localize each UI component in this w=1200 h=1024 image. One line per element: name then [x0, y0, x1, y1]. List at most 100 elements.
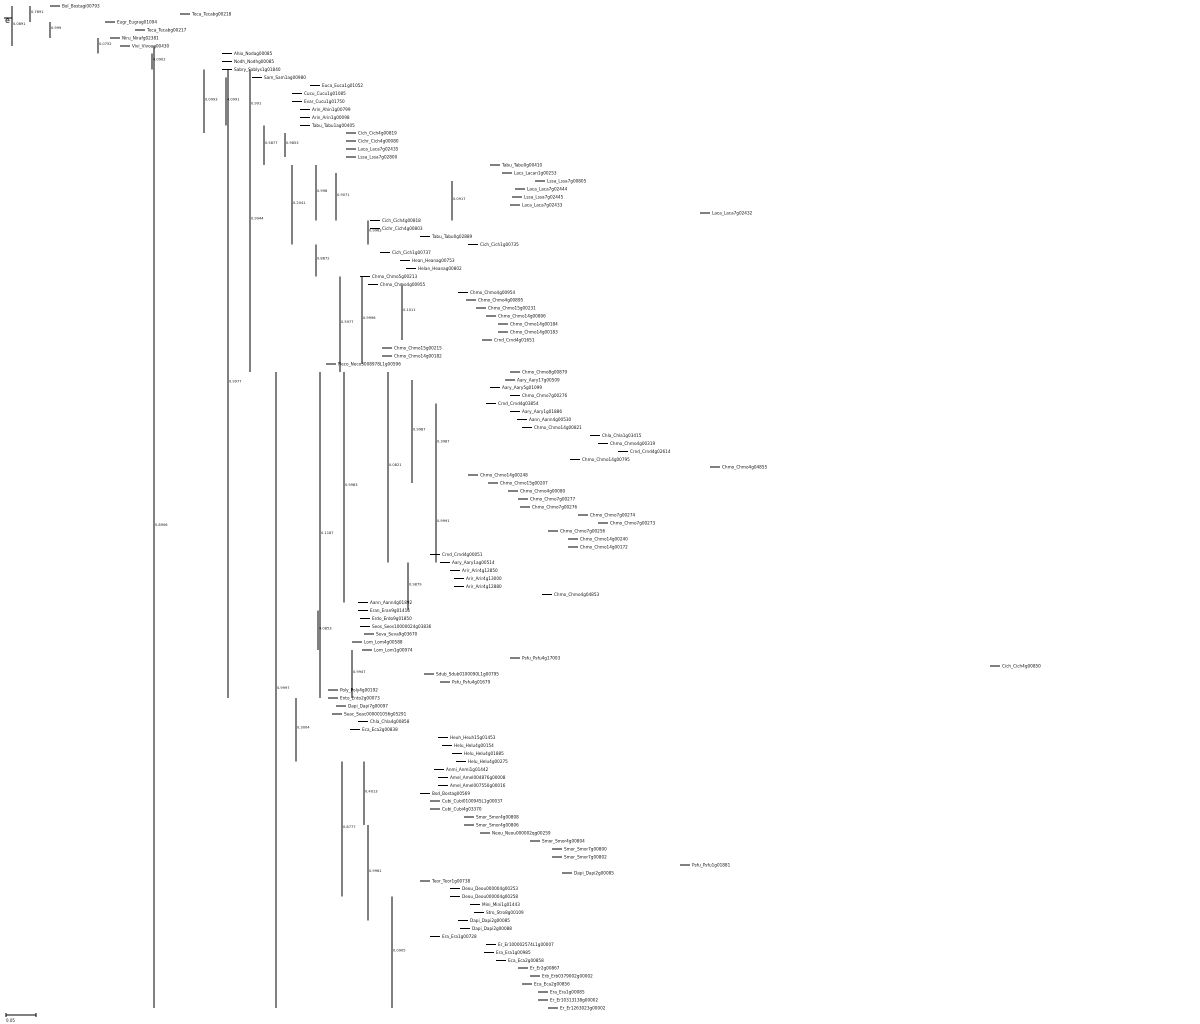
- tip-label: Arir_Arir4g12850: [462, 568, 498, 573]
- tip-label: Seos_Seos10000024g03836: [372, 624, 432, 629]
- support-value: 0.9963: [369, 229, 382, 233]
- tip-label: Er_Er100002574L1g00007: [498, 942, 554, 947]
- tip-label: Lssa_Lssa7g02445: [524, 194, 564, 199]
- tip-label: Chla_Chla4g00858: [370, 719, 410, 724]
- tip-label: Dapi_Dapi2g00085: [470, 918, 510, 923]
- tip-label: Aary_Aary1ag00514: [452, 560, 495, 565]
- support-value: 0.9071: [337, 193, 350, 197]
- tip-label: Era_Era1g00085: [550, 990, 585, 995]
- tip-label: Psfu_Psfu4g01679: [452, 679, 491, 684]
- tip-label: Seva_Seva9g03670: [376, 632, 418, 637]
- tip-label: Cucu_Cucu1g01085: [304, 91, 346, 96]
- support-value: 0.0902: [153, 58, 166, 62]
- support-value: 0.0991: [227, 97, 240, 101]
- tip-label: Chmo_Chmo7g00274: [590, 512, 636, 517]
- support-value: 0.998: [317, 189, 328, 193]
- tip-label: Lom_Lom4g00588: [364, 640, 403, 645]
- support-value: 0.8872: [317, 256, 330, 260]
- tip-label: Erb_Erb0379002g00002: [542, 974, 593, 979]
- support-value: 0.7691: [31, 10, 44, 14]
- tip-label: Eugr_Eugrag01094: [117, 19, 157, 24]
- tip-label: Tabu_Tabu0g00410: [501, 163, 543, 168]
- tip-label: Vivi_Vivoag00430: [132, 43, 170, 48]
- tip-label: Chmo_Chmo14g00248: [480, 473, 528, 478]
- support-value: 0.9944: [251, 217, 264, 221]
- tip-label: Chmo_Chmo5g00213: [372, 274, 418, 279]
- tip-label: Teor_Teor1g00738: [431, 878, 470, 883]
- scale-bar-label: 0.05: [6, 1018, 15, 1023]
- tip-label: Aary_Aary5g01099: [502, 385, 542, 390]
- tip-label: Dapi_Dapi7g00097: [348, 703, 388, 708]
- tip-label: Amel_Amel004876g00008: [450, 775, 506, 780]
- tip-label: Teca_Tecabg00217: [146, 27, 187, 32]
- tip-label: Cichr_Cich4g00803: [382, 226, 423, 231]
- tip-label: Heuh_Heuh15g01453: [450, 735, 496, 740]
- tip-label: Bod_Bostag00569: [432, 791, 470, 796]
- tip-label: Cich_Cich4g00819: [358, 131, 397, 136]
- tip-label: Chmo_Chmo7g00273: [610, 520, 656, 525]
- tip-label: Sdub_Sdub0100090L1g00795: [436, 672, 499, 677]
- tip-label: Chmo_Chmo4g04853: [554, 592, 600, 597]
- tip-label: Laca_Laca7g02435: [358, 147, 399, 152]
- tip-label: Crnd_Crnd4g01651: [494, 338, 535, 343]
- tip-label: Chmo_Chmo14g00172: [580, 544, 628, 549]
- tip-label: Chmo_Chmo15g00207: [500, 481, 548, 486]
- tip-label: Tabu_Tabu0g02889: [431, 234, 473, 239]
- tip-label: Chmo_Chmo4g04855: [722, 465, 768, 470]
- support-value: 0.0821: [389, 463, 402, 467]
- tip-label: Chmo_Chmo4g00319: [610, 441, 656, 446]
- tip-label: Chmo_Chmo14g00806: [498, 314, 546, 319]
- support-value: 0.1011: [403, 308, 416, 312]
- tip-label: Chmo_Chmo14g00821: [534, 425, 582, 430]
- support-value: 0.9996: [363, 316, 376, 320]
- tip-label: Helu_Helu4g00154: [454, 743, 494, 748]
- tip-label: Chmo_Chmo4g00954: [470, 290, 516, 295]
- tip-label: Aann_Aann4g01892: [370, 600, 413, 605]
- tip-label: Laca_Laca7g02433: [522, 202, 563, 207]
- support-value: 0.3987: [437, 439, 450, 443]
- support-value: 0.8777: [343, 825, 356, 829]
- tip-label: Aann_Aann4g00530: [529, 417, 572, 422]
- tip-label: Helu_Helu4g00275: [468, 759, 508, 764]
- tip-label: Eca_Eca2g00858: [508, 958, 544, 963]
- tip-label: Deou_Deou000004g00253: [462, 886, 518, 891]
- tip-label: Hean_Heanag00753: [412, 258, 455, 263]
- tip-label: Chmo_Chmo4g00955: [380, 282, 426, 287]
- tip-label: Tabu_Tabu1ag00405: [311, 123, 355, 128]
- tip-label: Cich_Cich4g00850: [1002, 664, 1041, 669]
- support-value: 0.0905: [393, 948, 406, 952]
- support-value: 0.9947: [353, 670, 366, 674]
- tip-label: Chmo_Chmo8g00879: [522, 369, 568, 374]
- tip-label: Evar_Cucu1g01750: [304, 99, 345, 104]
- tip-label: Lacs_Lacan1g00253: [514, 171, 557, 176]
- tip-label: Smor_Smor4g00804: [542, 839, 585, 844]
- tip-label: Poly_Poly4g00192: [340, 687, 378, 692]
- tip-label: Amel_Amel007550g00016: [450, 783, 506, 788]
- tip-label: Chmo_Chmo15g00215: [394, 345, 442, 350]
- tip-label: Arir_Arir4g12880: [466, 584, 502, 589]
- tip-label: Era_Era1g00728: [442, 934, 477, 939]
- support-value: 0.9983: [345, 483, 358, 487]
- tip-label: Niru_Nirafg02381: [122, 35, 159, 40]
- tip-label: Chmo_Chmo7g00276: [532, 505, 578, 510]
- tip-label: Lssa_Lssa7g02800: [358, 155, 398, 160]
- tip-label: Teca_Tecabg00218: [191, 11, 232, 16]
- tip-label: Bol_Bostagi00793: [62, 4, 100, 9]
- tip-label: Anmi_Anmi1g01442: [446, 767, 489, 772]
- tip-label: Er_Er1263023g00002: [560, 1006, 606, 1011]
- tip-label: Psfu_Psfu1g01881: [692, 862, 731, 867]
- tip-label: Smor_Smor4g00808: [476, 815, 519, 820]
- tip-label: Nodh_Nodhg00085: [234, 59, 274, 64]
- tip-label: Eran_Eran9g01416: [370, 608, 410, 613]
- tip-label: Seac_Seac000001056g05291: [344, 711, 407, 716]
- support-value: 0.0917: [453, 197, 466, 201]
- tip-label: Chmo_Chmo7g00277: [530, 497, 576, 502]
- tip-label: Mini_Mini1g01443: [482, 902, 520, 907]
- support-value: 0.9997: [277, 686, 290, 690]
- support-value: 0.8906: [155, 523, 168, 527]
- tip-label: Chla_Chla1g03415: [602, 433, 642, 438]
- tip-label: Lom_Lom1g00974: [374, 648, 413, 653]
- support-value: 0.9977: [229, 380, 242, 384]
- tip-label: Stro_Stro8g00109: [486, 910, 524, 915]
